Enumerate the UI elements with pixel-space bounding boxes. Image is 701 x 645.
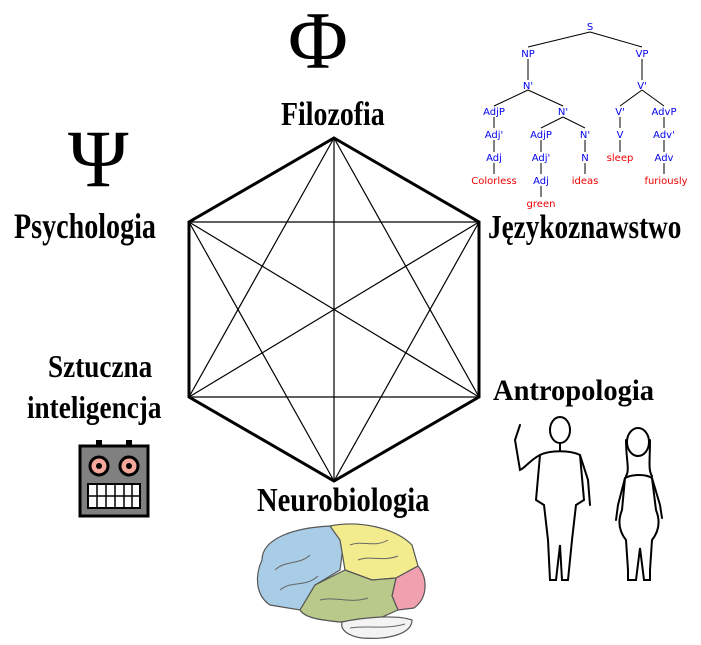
psi-symbol: Ψ <box>68 113 129 204</box>
node-v-bar-2: V' <box>615 107 625 118</box>
node-adj-bar-2: Adj' <box>532 153 551 164</box>
male-figure <box>513 416 591 581</box>
node-n-bar: N' <box>523 81 533 92</box>
word-green: green <box>527 199 556 210</box>
brain-temporal-lobe <box>299 569 399 623</box>
label-neurobiologia: Neurobiologia <box>257 482 430 519</box>
hexagon-diagonals <box>188 137 480 482</box>
node-n-bar-2: N' <box>558 107 568 118</box>
node-advp: AdvP <box>652 107 677 118</box>
label-inteligencja: inteligencja <box>27 389 162 425</box>
phi-symbol: Φ <box>288 0 348 86</box>
node-v: V <box>617 130 624 141</box>
brain-icon <box>256 523 426 639</box>
hexagon <box>187 136 481 483</box>
tree-words: Colorless green ideas sleep furiously <box>471 153 687 210</box>
brain-occipital-lobe <box>391 565 426 611</box>
tree-edges <box>493 31 665 197</box>
word-colorless: Colorless <box>471 176 516 187</box>
node-adj: Adj <box>486 153 502 164</box>
brain-cerebellum <box>341 616 413 639</box>
node-adj-2: Adj <box>533 176 549 187</box>
female-figure <box>615 427 663 581</box>
node-vp: VP <box>636 49 649 60</box>
word-ideas: ideas <box>572 176 599 187</box>
label-sztuczna: Sztuczna <box>48 348 153 384</box>
node-n-bar-3: N' <box>580 130 590 141</box>
human-figures-icon <box>513 416 663 581</box>
word-furiously: furiously <box>644 176 687 187</box>
label-jezykoznawstwo: Językoznawstwo <box>488 209 682 246</box>
node-np: NP <box>521 49 535 60</box>
robot-icon <box>78 440 150 518</box>
node-s: S <box>587 22 593 33</box>
node-adv: Adv <box>655 153 674 164</box>
word-sleep: sleep <box>607 153 634 164</box>
node-adv-bar: Adv' <box>653 130 675 141</box>
syntax-tree: S NP VP N' V' AdjP N' V' AdvP Adj' AdjP … <box>471 22 687 210</box>
tree-nodes: S NP VP N' V' AdjP N' V' AdvP Adj' AdjP … <box>483 22 676 187</box>
node-adj-bar: Adj' <box>485 130 504 141</box>
node-n: N <box>581 153 588 164</box>
label-psychologia: Psychologia <box>14 206 156 246</box>
label-filozofia: Filozofia <box>281 96 385 133</box>
label-antropologia: Antropologia <box>493 374 654 407</box>
node-adjp: AdjP <box>483 107 505 118</box>
node-v-bar: V' <box>637 81 647 92</box>
node-adjp-2: AdjP <box>530 130 552 141</box>
